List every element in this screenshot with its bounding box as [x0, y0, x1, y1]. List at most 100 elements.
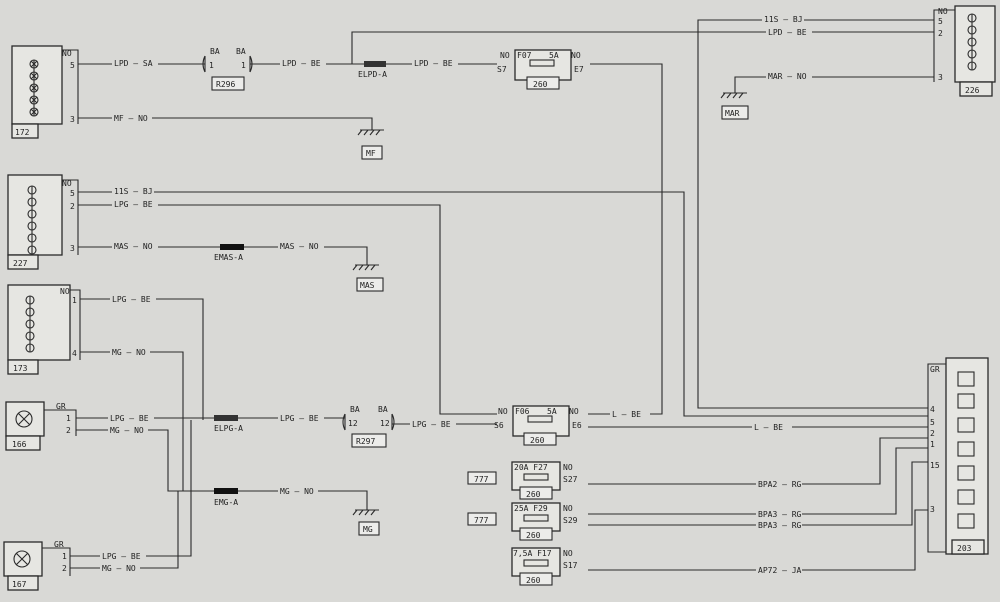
ground-mas: MAS	[352, 264, 384, 292]
relay-pin: 12	[380, 419, 390, 428]
switch-symbols-icon	[957, 371, 975, 529]
wire-label: 11S — BJ	[114, 187, 153, 196]
connector-id: 166	[12, 440, 27, 449]
ground-icon	[352, 264, 379, 271]
fuse-name: F07	[517, 51, 532, 60]
fuse-pin-out: E6	[572, 421, 582, 430]
fuse-name: 7,5A F17	[513, 549, 552, 558]
pin-cavities-icon	[27, 185, 37, 255]
fuse-pin-out: E7	[574, 65, 584, 74]
fuse-pin-in: S7	[497, 65, 507, 74]
relay-color: BA	[350, 405, 360, 414]
relay-id: R297	[356, 437, 375, 446]
ground-mar: MAR	[720, 92, 749, 120]
connector-id: 173	[13, 364, 28, 373]
fuse-name: F06	[515, 407, 530, 416]
ground-mg: MG	[352, 509, 380, 536]
wire-label: MAR — NO	[768, 72, 807, 81]
wire-label: MG — NO	[110, 426, 144, 435]
pin-label: 1	[66, 414, 71, 423]
wire-label: MAS — NO	[280, 242, 319, 251]
fuse-pin: S27	[563, 475, 578, 484]
fuse-f07: 260 F07 5A NO NO S7 E7	[497, 49, 584, 90]
fuse-box-id: 260	[533, 80, 548, 89]
wire-label: BPA2 — RG	[758, 480, 802, 489]
wire-label: LPG — BE	[112, 295, 151, 304]
fuse-rating: 5A	[547, 407, 557, 416]
connector-172: 172 NO 5 3	[11, 45, 79, 139]
connector-id: 226	[965, 86, 980, 95]
connector-top-label: GR	[56, 402, 66, 411]
wire-label: BPA3 — RG	[758, 510, 802, 519]
ref-box	[467, 471, 497, 485]
wire-label: L — BE	[612, 410, 641, 419]
pin-label: 5	[70, 189, 75, 198]
pin-label: 1	[930, 440, 935, 449]
relay-pin: 1	[209, 61, 214, 70]
connector-203: 203 GR 4 5 2 1 15 3	[927, 357, 989, 555]
wire-label: LPD — BE	[414, 59, 453, 68]
pin-label: 3	[70, 244, 75, 253]
fuse-f06: 260 F06 5A NO NO S6 E6	[494, 405, 582, 446]
connector-226: 226 NO 5 2 3	[933, 5, 996, 97]
connector-top-label: NO	[938, 7, 948, 16]
splice-label: EMG-A	[214, 498, 238, 507]
pin-label: 3	[70, 115, 75, 124]
pin-label: 2	[66, 426, 71, 435]
fuse-box-id: 260	[526, 490, 541, 499]
wire-label: MG — NO	[102, 564, 136, 573]
fuse-color: NO	[563, 463, 573, 472]
pin-label: 3	[930, 505, 935, 514]
relay-color: BA	[210, 47, 220, 56]
fuse-pin: S29	[563, 516, 578, 525]
wire-label: 11S — BJ	[764, 15, 803, 24]
ref-label: 777	[474, 516, 489, 525]
connector-top-label: NO	[60, 287, 70, 296]
fuse-box-id: 260	[530, 436, 545, 445]
connector-id: 227	[13, 259, 28, 268]
connector-173: 173 NO 1 4	[7, 284, 81, 375]
fuse-color: NO	[498, 407, 508, 416]
wire-label: LPG — BE	[110, 414, 149, 423]
relay-r297: R297 BA BA 12 12	[342, 405, 395, 448]
splice-emg: EMG-A	[214, 488, 238, 507]
fuse-box-id: 260	[526, 576, 541, 585]
wire-label: LPD — BE	[282, 59, 321, 68]
splice-label: EMAS-A	[214, 253, 243, 262]
wire-label: LPG — BE	[114, 200, 153, 209]
relay-color: BA	[236, 47, 246, 56]
connector-166: 166 GR 1 2	[5, 401, 77, 451]
pin-label: 3	[938, 73, 943, 82]
pin-label: 15	[930, 461, 940, 470]
relay-pin: 12	[348, 419, 358, 428]
wire-label: LPD — BE	[768, 28, 807, 37]
wire-label: LPG — BE	[280, 414, 319, 423]
wire-label: BPA3 — RG	[758, 521, 802, 530]
pin-label: 2	[62, 564, 67, 573]
pin-label: 2	[70, 202, 75, 211]
connector-top-label: GR	[930, 365, 940, 374]
connector-167: 167 GR 1 2	[3, 540, 71, 591]
fuse-color: NO	[569, 407, 579, 416]
wire-label: MAS — NO	[114, 242, 153, 251]
ground-icon	[720, 92, 747, 99]
ground-label: MAS	[360, 281, 375, 290]
fuse-f29: 777 260 25A F29 NO S29	[467, 502, 578, 541]
pin-cavities-icon	[25, 295, 35, 353]
pin-cavities-icon	[967, 13, 977, 71]
fuse-name: 25A F29	[514, 504, 548, 513]
splice-elpg: ELPG-A	[214, 415, 243, 433]
fuse-box-id: 260	[526, 531, 541, 540]
pin-cavities-icon	[29, 59, 39, 117]
fuse-f17: 260 7,5A F17 NO S17	[511, 547, 578, 586]
connector-top-label: GR	[54, 540, 64, 549]
wire-label: AP72 — JA	[758, 566, 802, 575]
wire-label: MF — NO	[114, 114, 148, 123]
relay-r296: R296 BA BA 1 1	[202, 47, 253, 91]
relay-color: BA	[378, 405, 388, 414]
wire-label: MG — NO	[280, 487, 314, 496]
fuse-color: NO	[563, 504, 573, 513]
fuse-color: NO	[571, 51, 581, 60]
connector-top-label: NO	[62, 49, 72, 58]
